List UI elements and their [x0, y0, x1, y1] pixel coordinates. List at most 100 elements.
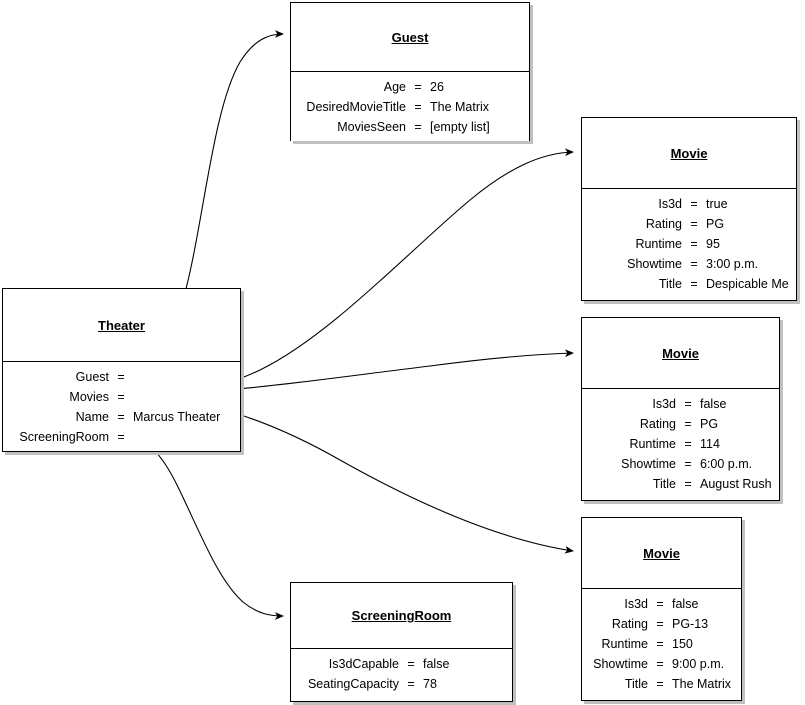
- attribute-row: Guest =: [3, 367, 240, 387]
- attribute-name: Showtime: [627, 257, 682, 271]
- object-box-movie-3[interactable]: Movie Is3d = false Rating = PG-13 Runtim…: [581, 517, 742, 701]
- attribute-name: Movies: [69, 390, 109, 404]
- attribute-value: The Matrix: [672, 677, 732, 691]
- object-title-guest: Guest: [391, 29, 429, 45]
- attribute-name: Is3d: [658, 197, 682, 211]
- attribute-value: The Matrix: [430, 100, 490, 114]
- object-attributes-movie-1: Is3d = true Rating = PG Runtime = 95 Sho…: [582, 189, 796, 300]
- attribute-equals: =: [690, 257, 698, 271]
- attribute-row: Is3d = false: [582, 394, 779, 414]
- attribute-row: Is3d = true: [582, 194, 796, 214]
- attribute-equals: =: [684, 457, 692, 471]
- link-theater-screeningroom: [121, 436, 284, 620]
- attribute-value: 78: [423, 677, 437, 691]
- object-title-movie-3: Movie: [643, 545, 680, 561]
- attribute-equals: =: [414, 100, 422, 114]
- attribute-name: DesiredMovieTitle: [306, 100, 406, 114]
- attribute-equals: =: [656, 677, 664, 691]
- attribute-value: false: [423, 657, 450, 671]
- attribute-equals: =: [690, 217, 698, 231]
- attribute-row: Age = 26: [291, 77, 529, 97]
- object-box-theater[interactable]: Theater Guest = Movies = Name = Marcus T…: [2, 288, 241, 452]
- attribute-equals: =: [684, 397, 692, 411]
- attribute-value: 3:00 p.m.: [706, 257, 759, 271]
- attribute-row: Runtime = 114: [582, 434, 779, 454]
- attribute-row: Rating = PG-13: [582, 614, 741, 634]
- attribute-name: Name: [75, 410, 109, 424]
- attribute-equals: =: [690, 277, 698, 291]
- attribute-equals: =: [407, 677, 415, 691]
- attribute-value: PG: [700, 417, 719, 431]
- attribute-name: Is3d: [652, 397, 676, 411]
- attribute-name: Rating: [645, 217, 682, 231]
- attribute-name: Rating: [611, 617, 648, 631]
- attribute-equals: =: [684, 417, 692, 431]
- object-attributes-guest: Age = 26 DesiredMovieTitle = The Matrix …: [291, 72, 529, 141]
- attribute-row: Title = Despicable Me: [582, 274, 796, 294]
- attribute-name: Guest: [75, 370, 109, 384]
- attribute-row: Runtime = 95: [582, 234, 796, 254]
- attribute-name: Runtime: [601, 637, 648, 651]
- object-header-movie-3: Movie: [582, 518, 741, 589]
- attribute-value: PG-13: [672, 617, 709, 631]
- attribute-value: 95: [706, 237, 720, 251]
- attribute-value: PG: [706, 217, 725, 231]
- attribute-name: Title: [624, 677, 648, 691]
- attribute-row: ScreeningRoom =: [3, 427, 240, 447]
- attribute-equals: =: [407, 657, 415, 671]
- attribute-name: Showtime: [621, 457, 676, 471]
- attribute-name: Title: [652, 477, 676, 491]
- attribute-name: ScreeningRoom: [19, 430, 109, 444]
- object-header-movie-2: Movie: [582, 318, 779, 389]
- object-header-theater: Theater: [3, 289, 240, 362]
- attribute-row: Rating = PG: [582, 214, 796, 234]
- attribute-name: SeatingCapacity: [307, 677, 399, 691]
- attribute-name: Age: [383, 80, 406, 94]
- attribute-row: Showtime = 6:00 p.m.: [582, 454, 779, 474]
- object-header-movie-1: Movie: [582, 118, 796, 189]
- attribute-value: [empty list]: [430, 120, 490, 134]
- object-attributes-screeningroom: Is3dCapable = false SeatingCapacity = 78: [291, 649, 512, 701]
- object-box-movie-2[interactable]: Movie Is3d = false Rating = PG Runtime =…: [581, 317, 780, 501]
- object-box-guest[interactable]: Guest Age = 26 DesiredMovieTitle = The M…: [290, 2, 530, 141]
- object-box-screeningroom[interactable]: ScreeningRoom Is3dCapable = false Seatin…: [290, 582, 513, 702]
- attribute-row: Movies =: [3, 387, 240, 407]
- attribute-equals: =: [117, 410, 125, 424]
- attribute-equals: =: [117, 430, 125, 444]
- attribute-value: 114: [700, 437, 720, 451]
- attribute-equals: =: [656, 597, 664, 611]
- attribute-equals: =: [684, 437, 692, 451]
- attribute-row: MoviesSeen = [empty list]: [291, 117, 529, 137]
- object-title-movie-2: Movie: [662, 345, 699, 361]
- object-title-theater: Theater: [98, 317, 145, 333]
- object-box-movie-1[interactable]: Movie Is3d = true Rating = PG Runtime = …: [581, 117, 797, 301]
- attribute-name: Is3dCapable: [328, 657, 399, 671]
- attribute-value: false: [700, 397, 727, 411]
- attribute-equals: =: [656, 617, 664, 631]
- attribute-value: Despicable Me: [706, 277, 789, 291]
- attribute-name: Title: [658, 277, 682, 291]
- object-header-screeningroom: ScreeningRoom: [291, 583, 512, 649]
- attribute-equals: =: [414, 80, 422, 94]
- attribute-value: 9:00 p.m.: [672, 657, 725, 671]
- attribute-value: true: [706, 197, 728, 211]
- object-title-movie-1: Movie: [670, 145, 708, 161]
- attribute-equals: =: [117, 390, 125, 404]
- attribute-row: SeatingCapacity = 78: [291, 674, 512, 694]
- attribute-equals: =: [656, 657, 664, 671]
- attribute-value: false: [672, 597, 699, 611]
- attribute-name: Is3d: [624, 597, 648, 611]
- attribute-name: Rating: [639, 417, 676, 431]
- attribute-row: Showtime = 3:00 p.m.: [582, 254, 796, 274]
- attribute-equals: =: [690, 237, 698, 251]
- attribute-value: August Rush: [700, 477, 772, 491]
- object-header-guest: Guest: [291, 3, 529, 72]
- object-attributes-theater: Guest = Movies = Name = Marcus Theater S…: [3, 362, 240, 451]
- attribute-name: Runtime: [629, 437, 676, 451]
- object-title-screeningroom: ScreeningRoom: [351, 608, 452, 623]
- attribute-row: Showtime = 9:00 p.m.: [582, 654, 741, 674]
- attribute-row: Is3d = false: [582, 594, 741, 614]
- attribute-equals: =: [684, 477, 692, 491]
- attribute-row: Name = Marcus Theater: [3, 407, 240, 427]
